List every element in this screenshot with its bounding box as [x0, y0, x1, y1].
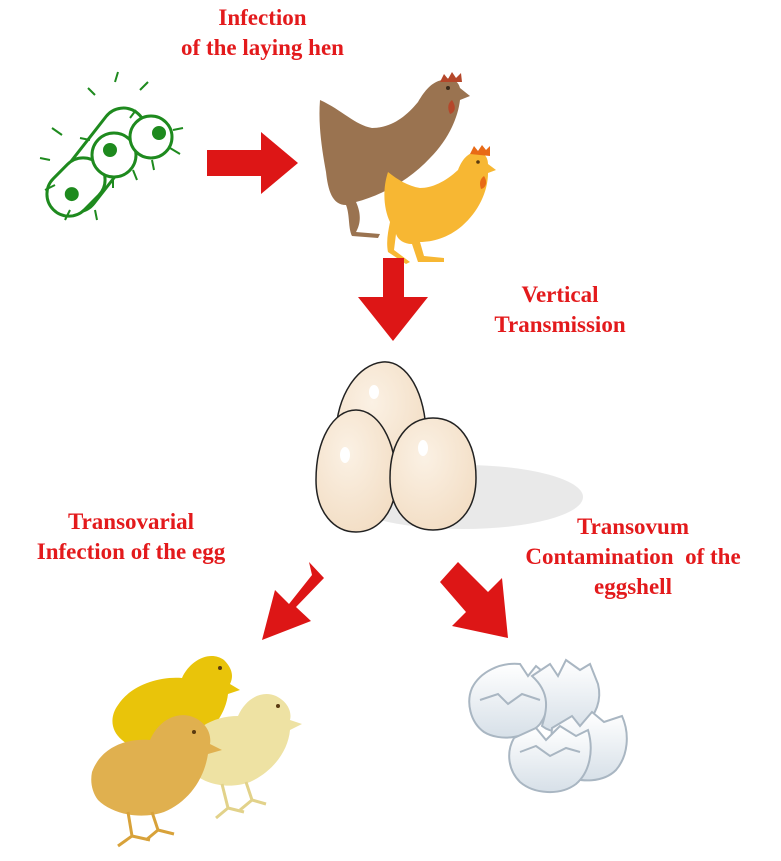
label-transovum-line-3: eggshell: [594, 574, 672, 599]
label-vertical-transmission: Vertical Transmission: [470, 280, 650, 340]
arrow-to-eggshell: [440, 562, 508, 638]
bacteria-icon: [39, 71, 184, 221]
arrow-to-hen: [207, 132, 298, 194]
chicks-icon: [91, 656, 302, 848]
arrow-to-chicks: [262, 562, 324, 640]
label-transovum-line-2: Contamination of the: [525, 544, 741, 569]
label-transovarial-line-2: Infection of the egg: [36, 539, 226, 564]
label-transovum: Transovum Contamination of the eggshell: [488, 512, 778, 602]
label-vertical-line-1: Vertical: [521, 282, 599, 307]
label-infection-line-2: of the laying hen: [181, 35, 344, 60]
hen-icon: [319, 72, 496, 264]
label-infection-line-1: Infection: [218, 5, 307, 30]
label-infection: Infection of the laying hen: [145, 3, 380, 63]
label-vertical-line-2: Transmission: [494, 312, 626, 337]
label-transovarial: Transovarial Infection of the egg: [0, 507, 262, 567]
label-transovum-line-1: Transovum: [576, 514, 690, 539]
broken-eggshell-icon: [468, 658, 628, 794]
arrow-to-eggs: [358, 258, 428, 341]
eggs-icon: [315, 361, 583, 533]
label-transovarial-line-1: Transovarial: [67, 509, 195, 534]
